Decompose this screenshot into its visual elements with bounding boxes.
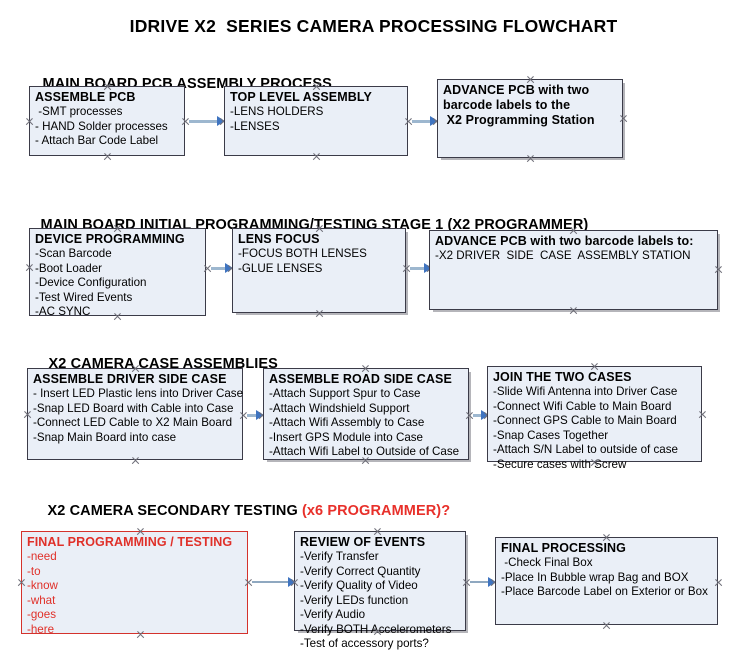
section-heading-4: X2 CAMERA SECONDARY TESTING (x6 PROGRAMM…: [31, 487, 451, 535]
flow-box-assemble-driver-side-case[interactable]: ASSEMBLE DRIVER SIDE CASE - Insert LED P…: [27, 368, 243, 460]
flow-box-line: -Connect GPS Cable to Main Board: [493, 414, 677, 427]
flow-box-line: -to: [27, 564, 41, 578]
flow-box-line: -Scan Barcode: [35, 247, 112, 260]
flow-box-line: -Boot Loader: [35, 261, 103, 275]
flow-box-line: -Snap Cases Together: [493, 428, 609, 442]
connector-line[interactable]: [470, 581, 492, 583]
flow-box-assemble-pcb[interactable]: ASSEMBLE PCB -SMT processes - HAND Solde…: [29, 86, 185, 156]
connector-line[interactable]: [410, 267, 427, 270]
connector-arrowhead: [225, 263, 233, 273]
flow-box-title: TOP LEVEL ASSEMBLY: [230, 90, 372, 104]
connector-arrowhead: [217, 116, 225, 126]
flow-box-line: -Attach Windshield Support: [269, 401, 410, 415]
connector-arrowhead: [288, 577, 296, 587]
flow-box-line: -AC SYNC: [35, 305, 91, 318]
connector-line[interactable]: [473, 414, 485, 417]
flow-box-line: -Verify Audio: [300, 608, 366, 621]
flow-box-line: -LENSES: [230, 119, 280, 133]
flow-box-lens-focus[interactable]: LENS FOCUS -FOCUS BOTH LENSES -GLUE LENS…: [232, 228, 406, 313]
flow-box-line: -Test Wired Events: [35, 290, 133, 304]
connector-arrowhead: [424, 263, 432, 273]
flow-box-line: -Check Final Box: [501, 556, 593, 569]
flow-box-line: -Attach Wifi Assembly to Case: [269, 416, 425, 429]
connector-arrowhead: [481, 410, 489, 420]
flow-box-assemble-road-side-case[interactable]: ASSEMBLE ROAD SIDE CASE -Attach Support …: [263, 368, 469, 460]
flow-box-top-level-assembly[interactable]: TOP LEVEL ASSEMBLY -LENS HOLDERS -LENSES: [224, 86, 408, 156]
flow-box-line: -X2 DRIVER SIDE CASE ASSEMBLY STATION: [435, 249, 691, 262]
flow-box-line: -Device Configuration: [35, 276, 147, 289]
flow-box-line: - Attach Bar Code Label: [35, 134, 159, 147]
flow-box-line: -GLUE LENSES: [238, 261, 323, 275]
flow-box-line: -Verify LEDs function: [300, 593, 409, 607]
flow-box-title: DEVICE PROGRAMMING: [35, 232, 185, 246]
flow-box-title: ASSEMBLE DRIVER SIDE CASE: [33, 372, 227, 386]
connector-line[interactable]: [412, 120, 434, 123]
flow-box-line: -Attach Support Spur to Case: [269, 387, 421, 400]
flow-box-line: -Verify Correct Quantity: [300, 564, 421, 578]
flow-box-line: X2 Programming Station: [443, 113, 595, 127]
flow-box-line: -Attach Wifi Label to Outside of Case: [269, 445, 460, 458]
section-heading-4-accent: (x6 PROGRAMMER)?: [301, 503, 451, 519]
flow-box-line: - Insert LED Plastic lens into Driver Ca…: [33, 387, 244, 400]
flow-box-title: REVIEW OF EVENTS: [300, 535, 426, 549]
flow-box-title: ADVANCE PCB with two: [443, 83, 590, 97]
flow-box-final-programming-testing[interactable]: FINAL PROGRAMMING / TESTING -need -to -k…: [21, 531, 248, 636]
flow-box-advance-pcb-station[interactable]: ADVANCE PCB with two barcode labels to t…: [437, 79, 623, 158]
flow-box-title: JOIN THE TWO CASES: [493, 370, 632, 384]
flow-box-line: -SMT processes: [35, 105, 123, 118]
flow-box-line: -Verify Transfer: [300, 550, 379, 563]
flow-box-line: -Connect Wifi Cable to Main Board: [493, 399, 672, 413]
connector-arrowhead: [256, 410, 264, 420]
connector-line[interactable]: [189, 120, 219, 123]
flow-box-line: -Verify BOTH Accelerometers: [300, 622, 452, 636]
flow-box-line: -Snap Main Board into case: [33, 430, 177, 444]
flow-box-advance-pcb-driver-side[interactable]: ADVANCE PCB with two barcode labels to: …: [429, 230, 718, 310]
connector-arrowhead: [430, 116, 438, 126]
flow-box-title: FINAL PROCESSING: [501, 541, 626, 555]
flow-box-line: -know: [27, 579, 58, 592]
flow-box-line: -here: [27, 622, 55, 636]
flow-box-line: -Attach S/N Label to outside of case: [493, 443, 678, 456]
section-heading-4-text: X2 CAMERA SECONDARY TESTING: [47, 503, 302, 519]
flow-box-line: -Snap LED Board with Cable into Case: [33, 401, 234, 415]
flow-box-line: -FOCUS BOTH LENSES: [238, 247, 367, 260]
flow-box-line: -what: [27, 593, 56, 607]
flow-box-line: -Place Barcode Label on Exterior or Box: [501, 585, 708, 598]
flow-box-title: ADVANCE PCB with two barcode labels to:: [435, 234, 694, 248]
flow-box-line: barcode labels to the: [443, 98, 571, 112]
flow-box-line: -Place In Bubble wrap Bag and BOX: [501, 570, 689, 584]
flow-box-title: FINAL PROGRAMMING / TESTING: [27, 535, 233, 549]
flow-box-title: ASSEMBLE PCB: [35, 90, 136, 104]
connector-arrowhead: [488, 577, 496, 587]
connector-line[interactable]: [247, 414, 260, 417]
flow-box-title: ASSEMBLE ROAD SIDE CASE: [269, 372, 452, 386]
flow-box-line: -Insert GPS Module into Case: [269, 430, 424, 444]
flow-box-line: -Slide Wifi Antenna into Driver Case: [493, 385, 678, 398]
flow-box-line: - HAND Solder processes: [35, 119, 168, 133]
flow-box-title: LENS FOCUS: [238, 232, 320, 246]
flow-box-line: -Secure cases with Screw: [493, 457, 627, 471]
connector-line[interactable]: [252, 581, 294, 583]
flow-box-line: -Verify Quality of Video: [300, 579, 418, 592]
flow-box-line: -LENS HOLDERS: [230, 105, 324, 118]
page-title: IDRIVE X2 SERIES CAMERA PROCESSING FLOWC…: [129, 16, 618, 36]
flow-box-final-processing[interactable]: FINAL PROCESSING -Check Final Box -Place…: [495, 537, 718, 625]
flow-box-device-programming[interactable]: DEVICE PROGRAMMING -Scan Barcode -Boot L…: [29, 228, 206, 318]
flow-box-line-overflow: -Test of accessory ports?: [300, 637, 429, 650]
flow-box-line: -goes: [27, 608, 57, 621]
connector-line[interactable]: [211, 267, 228, 270]
flow-box-join-the-two-cases[interactable]: JOIN THE TWO CASES -Slide Wifi Antenna i…: [487, 366, 702, 471]
flow-box-line: -need: [27, 550, 57, 563]
flow-box-line: -Connect LED Cable to X2 Main Board: [33, 416, 233, 429]
flow-box-review-of-events[interactable]: REVIEW OF EVENTS -Verify Transfer -Verif…: [294, 531, 466, 650]
